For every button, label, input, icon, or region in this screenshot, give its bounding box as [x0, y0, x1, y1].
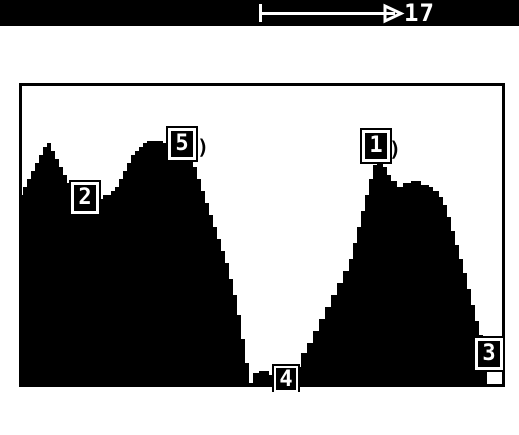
marker-3-dot [497, 375, 501, 379]
marker-1-bracket: ) [389, 137, 402, 161]
range-arrow-icon [259, 3, 405, 24]
marker-5-bracket: ) [197, 135, 210, 159]
range-value: 17 [404, 0, 435, 27]
marker-5: 5 [169, 129, 195, 159]
terrain-panel: 2 · 5 ) 1 ) 4 3 [19, 83, 505, 392]
marker-4: 4 [274, 366, 298, 392]
marker-3: 3 [476, 339, 502, 369]
marker-2-tick: · [103, 193, 112, 209]
top-bar: 17 [0, 0, 519, 26]
marker-1: 1 [363, 131, 389, 161]
terrain-silhouette [19, 141, 487, 387]
terrain-map [19, 83, 505, 387]
marker-2: 2 [72, 183, 98, 213]
